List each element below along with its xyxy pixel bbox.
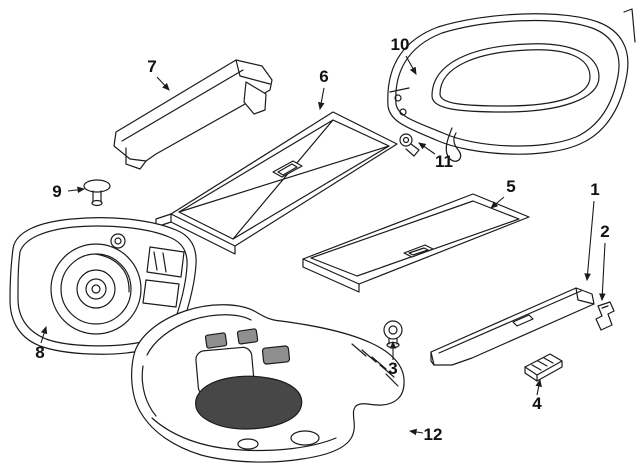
leader-4 bbox=[535, 378, 542, 396]
callout-label-10: 10 bbox=[391, 35, 410, 54]
leader-9 bbox=[67, 186, 86, 194]
leader-8 bbox=[40, 325, 48, 344]
part-6-load-floor-panel bbox=[155, 111, 398, 255]
callout-leader-lines bbox=[40, 55, 606, 436]
callout-label-1: 1 bbox=[590, 180, 599, 199]
leader-6 bbox=[317, 87, 325, 111]
callout-label-11: 11 bbox=[435, 152, 453, 171]
callout-label-8: 8 bbox=[35, 343, 44, 362]
leader-12 bbox=[408, 428, 424, 436]
leader-11 bbox=[418, 142, 436, 155]
part-11-fastener bbox=[399, 133, 420, 157]
callout-label-4: 4 bbox=[532, 394, 542, 413]
part-10-package-tray bbox=[387, 8, 636, 162]
part-7-sill-plate bbox=[113, 59, 273, 170]
callout-label-3: 3 bbox=[388, 359, 397, 378]
leader-10 bbox=[405, 55, 417, 75]
leader-5 bbox=[490, 196, 505, 209]
callout-label-6: 6 bbox=[319, 67, 328, 86]
callout-label-2: 2 bbox=[600, 222, 609, 241]
part-2-clip bbox=[595, 301, 615, 331]
part-8-spare-tire-tray bbox=[9, 217, 197, 355]
part-9-push-pin bbox=[83, 179, 111, 207]
callout-label-9: 9 bbox=[52, 182, 61, 201]
callout-label-12: 12 bbox=[424, 425, 443, 444]
leader-2 bbox=[599, 242, 606, 302]
part-5-cargo-cover-panel bbox=[302, 193, 530, 293]
callout-label-7: 7 bbox=[147, 57, 156, 76]
part-1-rear-scuff-plate bbox=[430, 287, 595, 366]
callout-label-5: 5 bbox=[506, 177, 515, 196]
callout-labels: 1 2 3 4 5 6 7 8 9 10 11 12 bbox=[35, 35, 609, 444]
part-12-floor-carpet bbox=[131, 304, 405, 463]
leader-7 bbox=[156, 76, 170, 91]
leader-1 bbox=[584, 200, 595, 282]
part-4-bracket bbox=[524, 353, 563, 382]
